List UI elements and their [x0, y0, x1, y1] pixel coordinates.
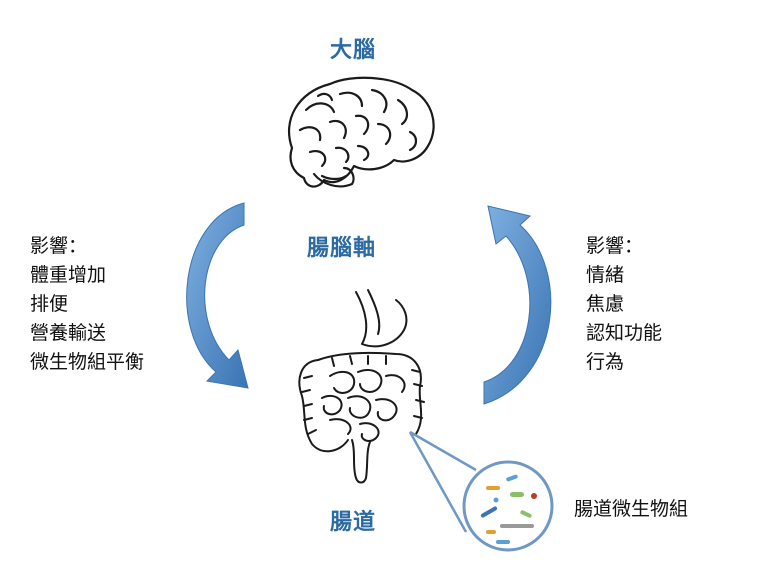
brain-icon: [287, 76, 435, 188]
right-effect-item: 情緒: [586, 264, 625, 286]
brain-to-gut-arrow: [186, 202, 249, 389]
left-effect-item: 排便: [30, 293, 69, 315]
microbiome-circle-icon: [462, 460, 554, 552]
right-effect-item: 行為: [586, 351, 625, 373]
right-effect-item: 焦慮: [586, 293, 625, 315]
microbiome-connector: [408, 430, 477, 533]
gut-to-brain-arrow: [483, 205, 552, 405]
right-effects-heading: 影響：: [586, 235, 644, 257]
left-effect-item: 營養輸送: [30, 322, 107, 344]
left-effects-heading: 影響：: [30, 235, 88, 257]
left-effect-item: 微生物組平衡: [30, 351, 145, 373]
gut-brain-axis-label: 腸腦軸: [307, 236, 377, 261]
left-effects-list: 影響： 體重增加 排便 營養輸送 微生物組平衡: [30, 232, 144, 377]
right-effects-list: 影響： 情緒 焦慮 認知功能 行為: [586, 232, 662, 377]
intestine-icon: [298, 289, 425, 484]
right-effect-item: 認知功能: [586, 322, 663, 344]
gut-label: 腸道: [330, 510, 377, 535]
brain-label: 大腦: [330, 38, 377, 63]
microbiome-label: 腸道微生物組: [574, 498, 689, 520]
left-effect-item: 體重增加: [30, 264, 107, 286]
